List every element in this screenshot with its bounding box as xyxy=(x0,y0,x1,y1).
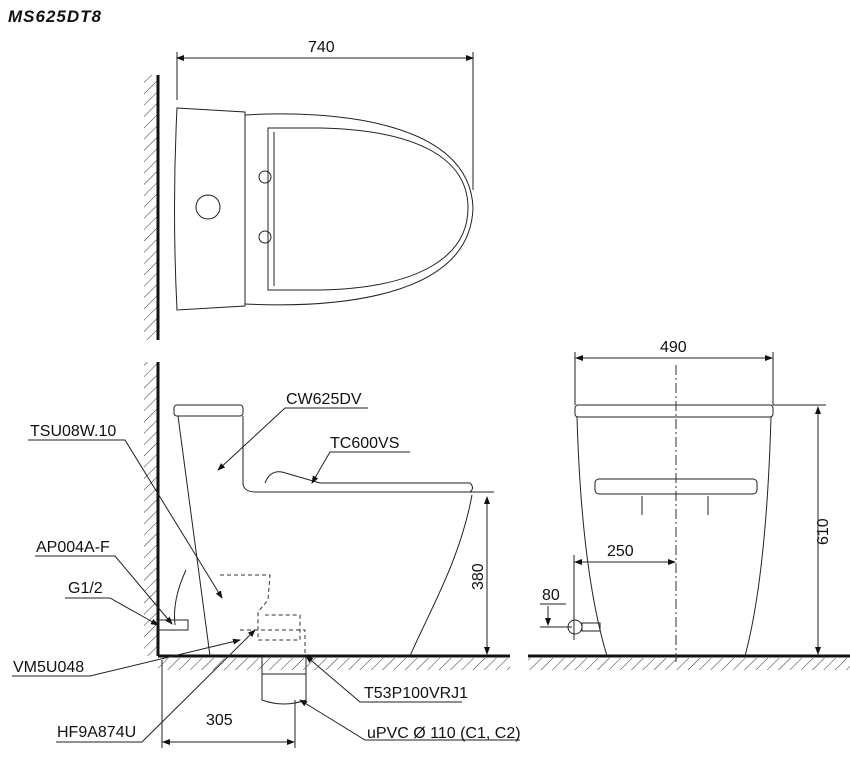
label-hf9a874u: HF9A874U xyxy=(57,724,136,741)
tank-lid xyxy=(173,404,244,417)
dim-380: 380 xyxy=(470,563,487,590)
seat-profile xyxy=(264,471,473,493)
label-vm5u048: VM5U048 xyxy=(13,659,84,676)
label-g12: G1/2 xyxy=(68,580,103,597)
hinge-icon xyxy=(258,230,272,244)
front-seat xyxy=(594,478,758,495)
side-view: 380 305 CW625DV TSU08W.10 TC600VS AP004A… xyxy=(12,362,521,748)
flush-button-icon xyxy=(195,194,221,220)
dim-740: 740 xyxy=(308,39,335,56)
label-tsu08w: TSU08W.10 xyxy=(30,423,116,440)
dim-305: 305 xyxy=(206,712,233,729)
tank-top xyxy=(174,107,246,311)
dim-80: 80 xyxy=(542,587,560,604)
front-view: 490 610 250 80 xyxy=(528,339,850,670)
dim-490: 490 xyxy=(660,339,687,356)
label-ap004a: AP004A-F xyxy=(36,539,110,556)
label-upvc: uPVC Ø 110 (C1, C2) xyxy=(367,725,521,742)
model-title: MS625DT8 xyxy=(8,7,102,26)
wall-hatch xyxy=(144,75,157,340)
bowl-outline xyxy=(244,113,474,306)
label-t53p100: T53P100VRJ1 xyxy=(364,685,468,702)
dim-250: 250 xyxy=(607,543,634,560)
hinge-icon xyxy=(258,170,272,184)
label-cw625dv: CW625DV xyxy=(286,391,362,408)
label-tc600vs: TC600VS xyxy=(330,435,399,452)
dim-610: 610 xyxy=(815,518,832,545)
seat-outline xyxy=(267,127,469,291)
top-view: 740 xyxy=(144,39,474,340)
